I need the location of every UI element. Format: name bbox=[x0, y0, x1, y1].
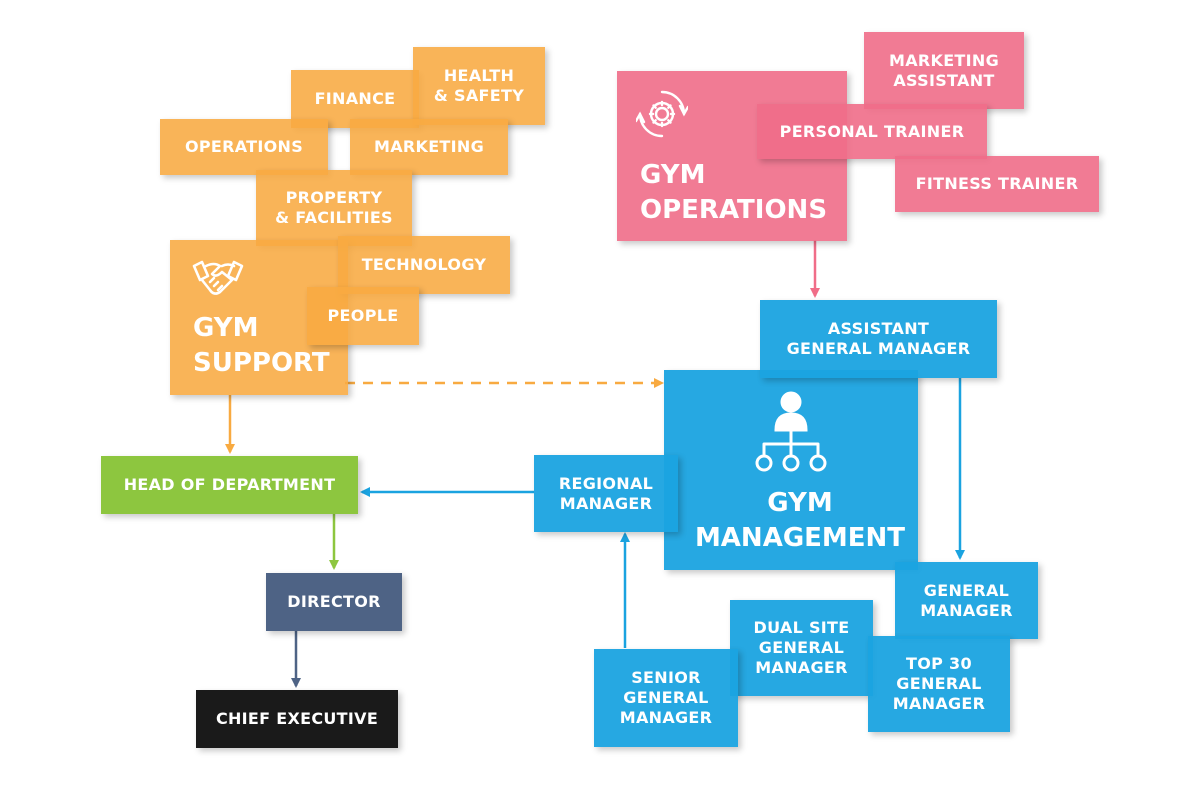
support-people-box: PEOPLE bbox=[307, 287, 419, 345]
support-health-safety-box: HEALTH & SAFETY bbox=[413, 47, 545, 125]
director-box: DIRECTOR bbox=[266, 573, 402, 631]
ops-personal-trainer-box: PERSONAL TRAINER bbox=[757, 104, 987, 159]
support-marketing-box: MARKETING bbox=[350, 119, 508, 175]
mgmt-top30-gm-label: TOP 30 GENERAL MANAGER bbox=[892, 654, 986, 713]
head-of-department-box: HEAD OF DEPARTMENT bbox=[101, 456, 358, 514]
org-chart-icon bbox=[754, 390, 828, 480]
mgmt-general-manager-box: GENERAL MANAGER bbox=[895, 562, 1038, 639]
head-of-department-label: HEAD OF DEPARTMENT bbox=[123, 475, 336, 494]
mgmt-regional-manager-box: REGIONAL MANAGER bbox=[534, 455, 678, 532]
support-health-safety-label: HEALTH & SAFETY bbox=[433, 66, 525, 105]
mgmt-senior-gm-box: SENIOR GENERAL MANAGER bbox=[594, 649, 738, 747]
support-people-label: PEOPLE bbox=[327, 306, 399, 325]
handshake-icon bbox=[192, 256, 244, 308]
gym-operations-title: GYM OPERATIONS bbox=[640, 160, 828, 226]
mgmt-dual-site-gm-label: DUAL SITE GENERAL MANAGER bbox=[753, 618, 850, 677]
support-property-label: PROPERTY & FACILITIES bbox=[275, 188, 393, 227]
ops-marketing-assistant-label: MARKETING ASSISTANT bbox=[888, 50, 1000, 90]
support-finance-label: FINANCE bbox=[314, 89, 396, 108]
ops-fitness-trainer-label: FITNESS TRAINER bbox=[915, 174, 1079, 193]
gear-cycle-icon bbox=[634, 88, 690, 144]
ops-marketing-assistant-box: MARKETING ASSISTANT bbox=[864, 32, 1024, 109]
support-technology-label: TECHNOLOGY bbox=[361, 255, 487, 274]
ops-personal-trainer-label: PERSONAL TRAINER bbox=[779, 121, 965, 141]
support-finance-box: FINANCE bbox=[291, 70, 419, 128]
mgmt-top30-gm-box: TOP 30 GENERAL MANAGER bbox=[868, 636, 1010, 732]
mgmt-general-manager-label: GENERAL MANAGER bbox=[920, 580, 1013, 620]
support-operations-box: OPERATIONS bbox=[160, 119, 328, 175]
ops-fitness-trainer-box: FITNESS TRAINER bbox=[895, 156, 1099, 212]
director-label: DIRECTOR bbox=[287, 592, 381, 611]
support-marketing-label: MARKETING bbox=[373, 137, 485, 156]
mgmt-regional-manager-label: REGIONAL MANAGER bbox=[558, 473, 654, 513]
support-technology-box: TECHNOLOGY bbox=[338, 236, 510, 294]
mgmt-assistant-gm-box: ASSISTANT GENERAL MANAGER bbox=[760, 300, 997, 378]
chief-executive-label: CHIEF EXECUTIVE bbox=[215, 709, 379, 728]
chief-executive-box: CHIEF EXECUTIVE bbox=[196, 690, 398, 748]
support-property-box: PROPERTY & FACILITIES bbox=[256, 170, 412, 246]
mgmt-dual-site-gm-box: DUAL SITE GENERAL MANAGER bbox=[730, 600, 873, 696]
mgmt-assistant-gm-label: ASSISTANT GENERAL MANAGER bbox=[786, 319, 971, 358]
mgmt-senior-gm-label: SENIOR GENERAL MANAGER bbox=[619, 668, 713, 727]
support-operations-label: OPERATIONS bbox=[184, 137, 304, 156]
gym-management-title: GYM MANAGEMENT bbox=[694, 488, 906, 554]
gym-support-title: GYM SUPPORT bbox=[193, 313, 330, 379]
